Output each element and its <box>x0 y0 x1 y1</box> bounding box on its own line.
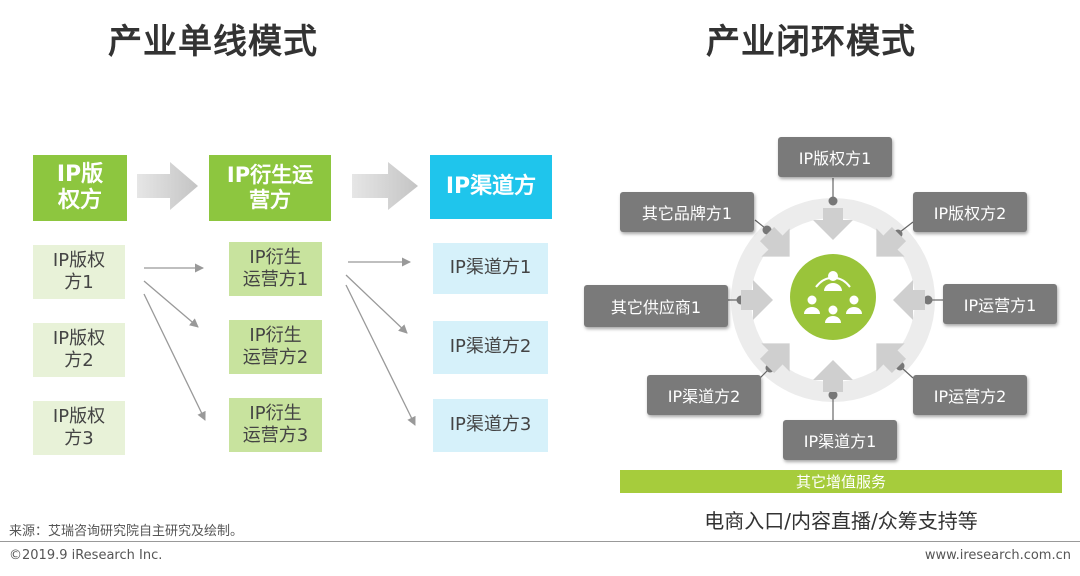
node-ip-rights-2: IP版权方2 <box>913 192 1027 232</box>
header-ip-derivative: IP衍生运 营方 <box>209 155 331 221</box>
people-cycle-icon <box>804 271 862 323</box>
node-ip-operator-2: IP运营方2 <box>913 375 1027 415</box>
arrow-c2-r2 <box>345 274 408 334</box>
block-arrow-1 <box>137 162 198 210</box>
website-link[interactable]: www.iresearch.com.cn <box>924 548 1071 563</box>
arrow-c1-r3 <box>143 293 206 421</box>
left-title: 产业单线模式 <box>108 22 318 62</box>
right-title: 产业闭环模式 <box>706 22 916 62</box>
left-arrows <box>137 162 418 426</box>
header-ip-rights: IP版 权方 <box>33 155 127 221</box>
header-ip-channel: IP渠道方 <box>430 155 552 219</box>
services-text: 电商入口/内容直播/众筹支持等 <box>704 509 978 533</box>
ip-derivative-2: IP衍生 运营方2 <box>229 320 322 374</box>
copyright: ©2019.9 iResearch Inc. <box>9 548 163 563</box>
arrow-c2-r3 <box>345 284 416 426</box>
node-ip-operator-1: IP运营方1 <box>943 284 1057 324</box>
ip-rights-3: IP版权 方3 <box>33 401 125 455</box>
arrow-c1-r2 <box>143 280 199 328</box>
source-note: 来源：艾瑞咨询研究院自主研究及绘制。 <box>9 524 244 539</box>
ip-rights-2: IP版权 方2 <box>33 323 125 377</box>
node-ip-rights-1: IP版权方1 <box>778 137 892 177</box>
ip-channel-3: IP渠道方3 <box>433 399 548 452</box>
block-arrow-2 <box>352 162 418 210</box>
center-circle <box>790 254 876 340</box>
ip-derivative-3: IP衍生 运营方3 <box>229 398 322 452</box>
ip-channel-1: IP渠道方1 <box>433 243 548 294</box>
ip-rights-1: IP版权 方1 <box>33 245 125 299</box>
ip-derivative-1: IP衍生 运营方1 <box>229 242 322 296</box>
ring-diagram <box>728 178 943 420</box>
node-ip-channel-2: IP渠道方2 <box>647 375 761 415</box>
value-added-services-banner: 其它增值服务 <box>620 470 1062 493</box>
ip-channel-2: IP渠道方2 <box>433 321 548 374</box>
node-ip-channel-1: IP渠道方1 <box>783 420 897 460</box>
node-other-brand-1: 其它品牌方1 <box>620 192 754 232</box>
footer-divider <box>0 541 1080 542</box>
node-other-supplier-1: 其它供应商1 <box>584 285 728 327</box>
